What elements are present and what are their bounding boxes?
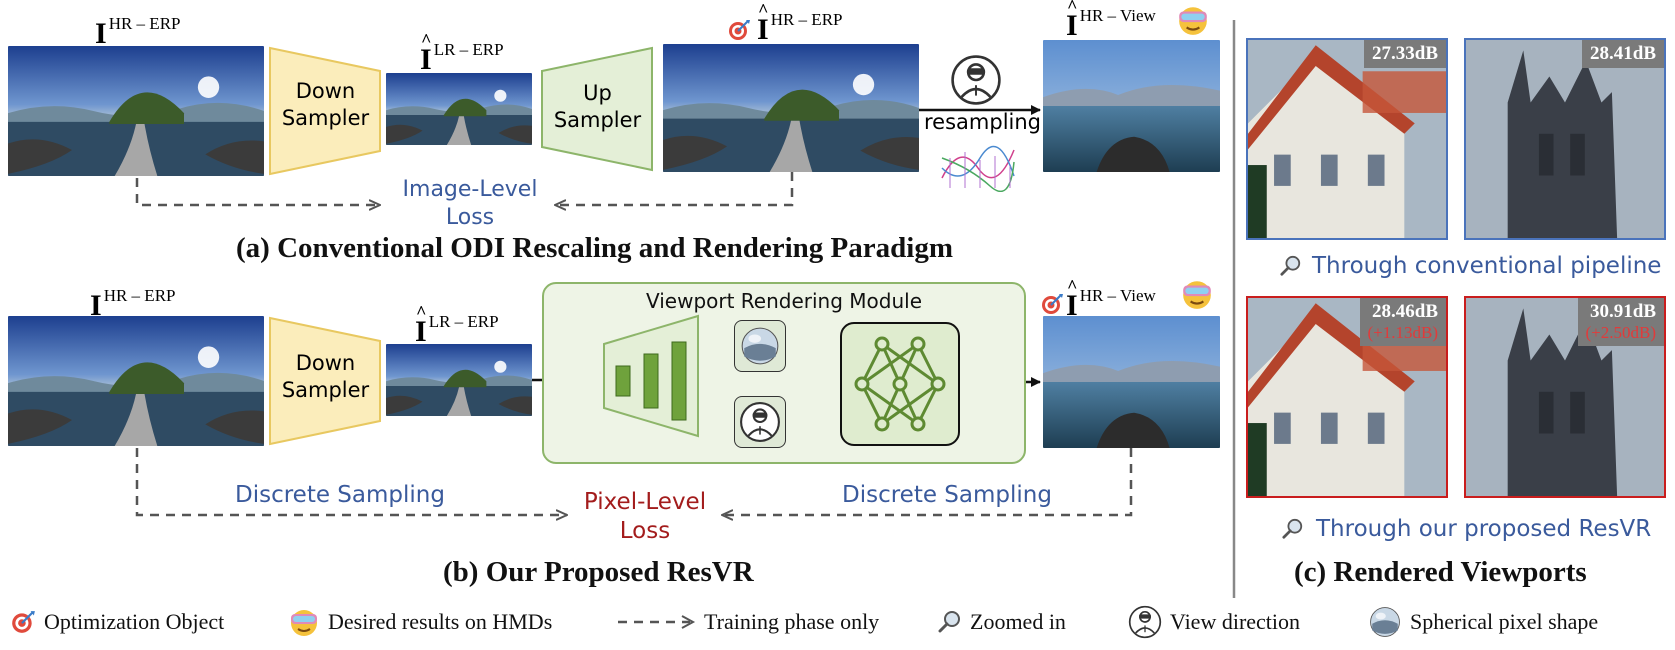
loss-arrow-left-a [135, 178, 380, 205]
legend-spherical-pixel: Spherical pixel shape [1368, 605, 1598, 639]
view-direction-box [734, 396, 786, 448]
proposed-viewport-2: 30.91dB (+2.50dB) [1464, 296, 1666, 498]
legend-view-direction: View direction [1128, 605, 1300, 639]
conventional-score-1: 27.33dB [1364, 40, 1446, 68]
legend-view-direction-label: View direction [1170, 609, 1301, 634]
legend-optimization-object-label: Optimization Object [44, 609, 225, 634]
neural-network-icon [854, 336, 946, 432]
hr-erp-image-a [8, 46, 264, 176]
conventional-score-2: 28.41dB [1582, 40, 1664, 68]
target-icon [728, 19, 751, 41]
caption-b: (b) Our Proposed ResVR [443, 556, 754, 588]
view-label-b: IHR – View [1066, 276, 1156, 323]
proposed-score-1: 28.46dB (+1.13dB) [1359, 298, 1446, 346]
hr-erp-image-b [8, 316, 264, 446]
lr-erp-image-a [386, 73, 532, 145]
proposed-resvr-label: Through our proposed ResVR [1316, 516, 1652, 542]
view-label-a: IHR – View [1066, 0, 1156, 43]
conventional-pipeline-label: Through conventional pipeline [1312, 253, 1662, 279]
image-level-loss-line1: Image-Level [402, 177, 538, 202]
legend-zoomed-in: Zoomed in [938, 605, 1066, 639]
up-sampler-label-a: Up Sampler [553, 81, 642, 132]
down-sampler-label-b: Down Sampler [281, 351, 370, 402]
rec-erp-image-a [663, 44, 919, 172]
legend-zoomed-in-label: Zoomed in [970, 609, 1066, 634]
magnifier-icon-1 [1280, 255, 1301, 276]
rec-erp-label-a: IHR – ERP [757, 0, 842, 47]
magnifier-icon-legend [938, 610, 961, 633]
resampling-curves-icon [941, 145, 1015, 192]
magnifier-icon-2 [1282, 518, 1303, 539]
conventional-viewport-1: 27.33dB [1246, 38, 1448, 240]
vr-face-icon [1178, 6, 1208, 36]
pixel-level-loss-line1: Pixel-Level [583, 489, 707, 515]
encoder-block [603, 314, 699, 438]
loss-arrow-left-b [135, 448, 567, 515]
loss-arrow-right-b [722, 448, 1133, 515]
target-icon-b [1041, 293, 1064, 315]
neural-network-box [840, 322, 960, 446]
proposed-score-2-value: 30.91dB [1590, 301, 1656, 322]
lr-erp-label-b: ILR – ERP [415, 302, 499, 349]
legend-training-phase: Training phase only [616, 605, 879, 639]
discrete-sampling-right: Discrete Sampling [842, 482, 1052, 508]
pixel-level-loss: Pixel-Level Loss [565, 488, 725, 546]
discrete-sampling-left: Discrete Sampling [235, 482, 445, 508]
spherical-pixel-box [734, 320, 786, 372]
sphere-icon-legend [1370, 607, 1400, 637]
module-title: Viewport Rendering Module [645, 289, 923, 313]
lr-erp-label-a: ILR – ERP [420, 30, 504, 77]
up-sampler-a [541, 46, 653, 172]
proposed-score-2: 30.91dB (+2.50dB) [1577, 298, 1664, 346]
loss-arrow-right-a [555, 172, 794, 205]
resampling-label: resampling [924, 110, 1041, 134]
image-level-loss-line2: Loss [445, 205, 495, 230]
legend-optimization-object: Optimization Object [10, 605, 224, 639]
down-sampler-label-a: Down Sampler [281, 79, 370, 130]
caption-c: (c) Rendered Viewports [1294, 556, 1587, 588]
viewer-icon-b [740, 402, 780, 442]
proposed-score-1-value: 28.46dB [1372, 301, 1438, 322]
sphere-icon [741, 327, 779, 365]
lr-erp-image-b [386, 344, 532, 416]
view-image-b [1043, 316, 1220, 448]
legend-desired-results-label: Desired results on HMDs [328, 609, 553, 634]
proposed-viewport-1: 28.46dB (+1.13dB) [1246, 296, 1448, 498]
target-icon-legend [11, 610, 36, 634]
proposed-gain-1: (+1.13dB) [1367, 323, 1439, 342]
view-image-a [1043, 40, 1220, 172]
down-sampler-b [269, 316, 381, 446]
pixel-level-loss-line2: Loss [619, 518, 671, 544]
legend-training-phase-label: Training phase only [704, 609, 880, 634]
legend-desired-results: Desired results on HMDs [288, 605, 552, 639]
viewer-icon-legend [1128, 605, 1162, 639]
dashed-arrow-icon [618, 615, 696, 629]
vr-face-icon-b [1182, 280, 1212, 310]
legend-spherical-pixel-label: Spherical pixel shape [1410, 609, 1599, 634]
proposed-gain-2: (+2.50dB) [1585, 323, 1657, 342]
viewer-icon [951, 55, 1001, 105]
image-level-loss: Image-Level Loss [380, 176, 560, 232]
down-sampler-a [269, 46, 381, 176]
vr-face-icon-legend [290, 609, 318, 637]
conventional-viewport-2: 28.41dB [1464, 38, 1666, 240]
caption-a: (a) Conventional ODI Rescaling and Rende… [236, 232, 953, 264]
